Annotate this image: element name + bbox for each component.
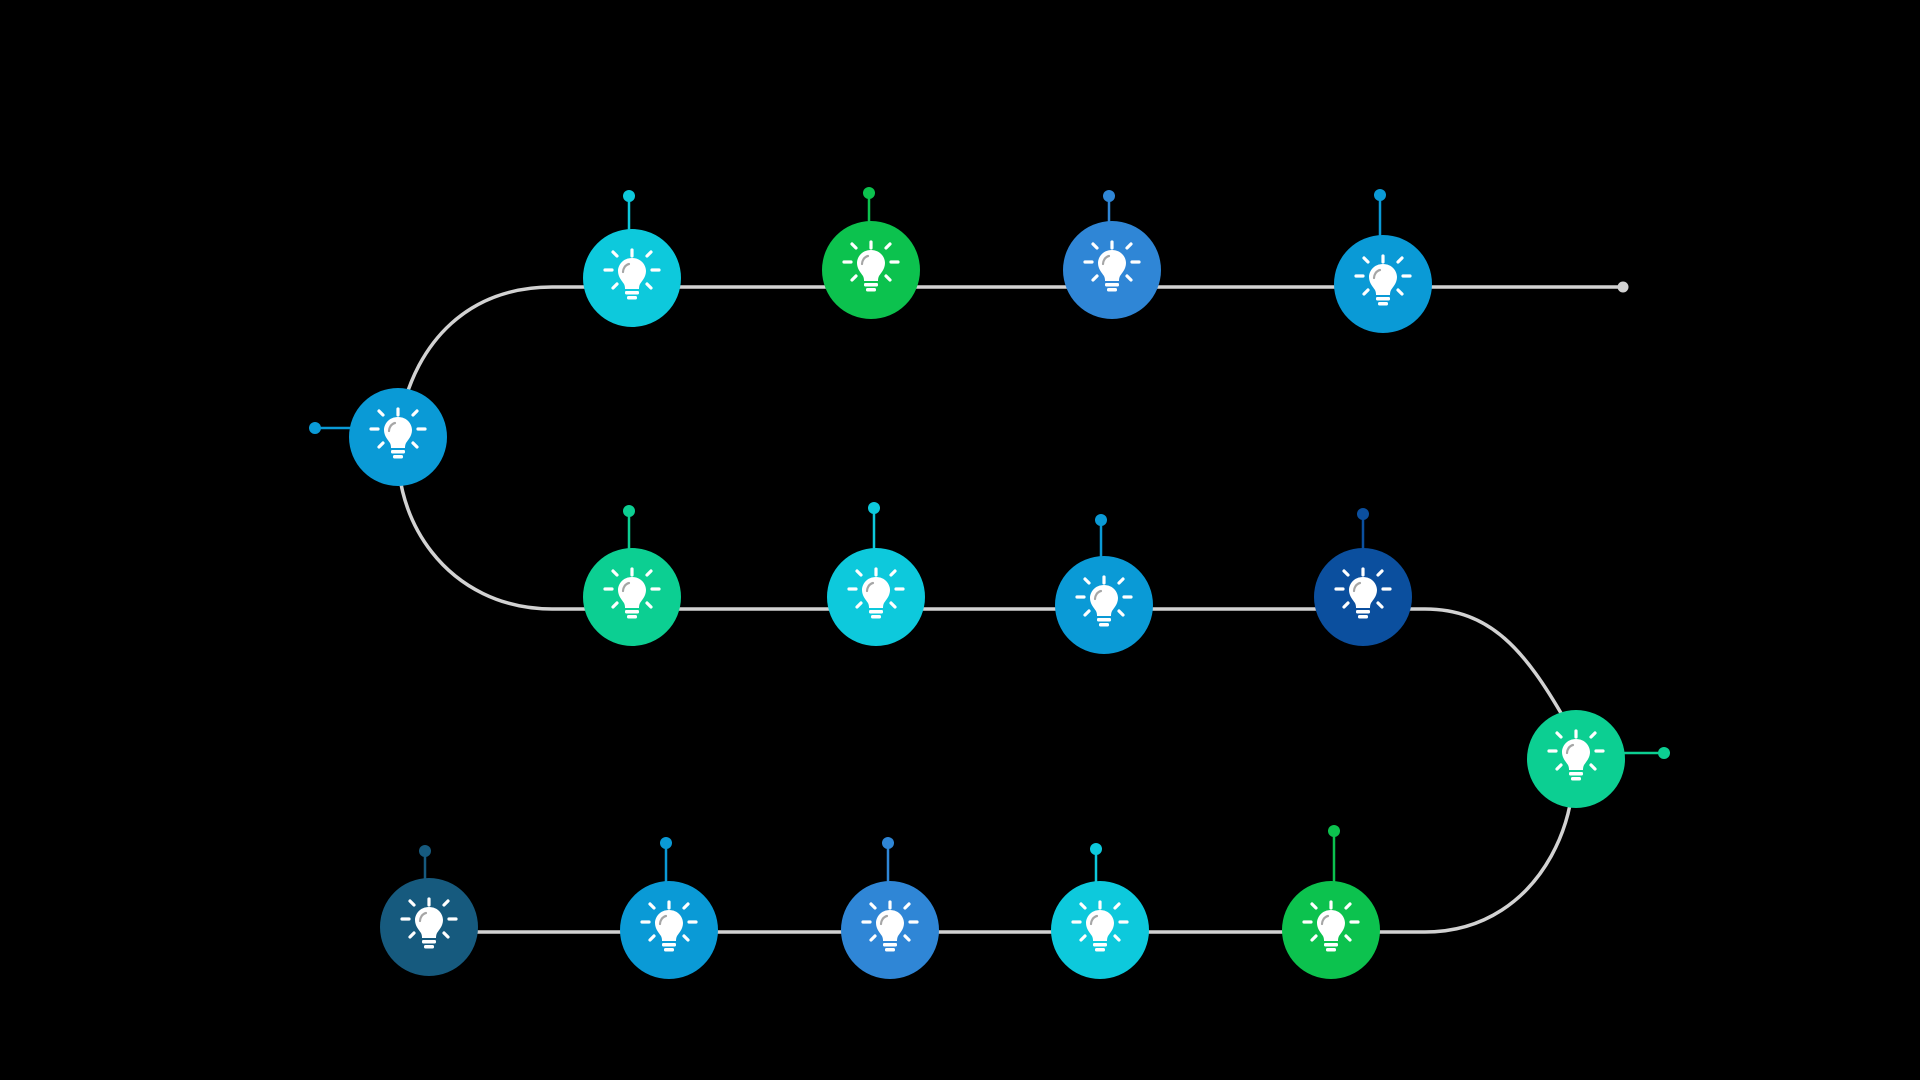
milestone-11 <box>1282 825 1380 979</box>
milestone-1 <box>309 388 447 486</box>
milestone-1-connector-dot <box>309 422 321 434</box>
milestone-2-connector-dot <box>623 190 635 202</box>
milestone-7 <box>827 502 925 646</box>
path-end-point <box>1617 281 1629 293</box>
milestone-5-connector-dot <box>1374 189 1386 201</box>
milestone-4 <box>1063 190 1161 319</box>
milestone-4-connector-dot <box>1103 190 1115 202</box>
milestone-10-connector-dot <box>1658 747 1670 759</box>
milestone-7-connector-dot <box>868 502 880 514</box>
milestone-15 <box>380 845 478 976</box>
milestone-14-connector-dot <box>660 837 672 849</box>
milestone-2 <box>583 190 681 327</box>
milestone-11-connector-dot <box>1328 825 1340 837</box>
milestone-15-connector-dot <box>419 845 431 857</box>
milestone-6-connector-dot <box>623 505 635 517</box>
milestone-13-connector-dot <box>882 837 894 849</box>
milestone-10 <box>1527 710 1670 808</box>
milestone-9-connector-dot <box>1357 508 1369 520</box>
milestone-14 <box>620 837 718 979</box>
milestone-13 <box>841 837 939 979</box>
milestone-3 <box>822 187 920 319</box>
milestone-9 <box>1314 508 1412 646</box>
milestone-8-connector-dot <box>1095 514 1107 526</box>
milestone-12 <box>1051 843 1149 979</box>
milestone-5 <box>1334 189 1432 333</box>
milestone-6 <box>583 505 681 646</box>
roadmap-path <box>395 285 1625 934</box>
milestone-12-connector-dot <box>1090 843 1102 855</box>
milestone-3-connector-dot <box>863 187 875 199</box>
milestone-8 <box>1055 514 1153 654</box>
